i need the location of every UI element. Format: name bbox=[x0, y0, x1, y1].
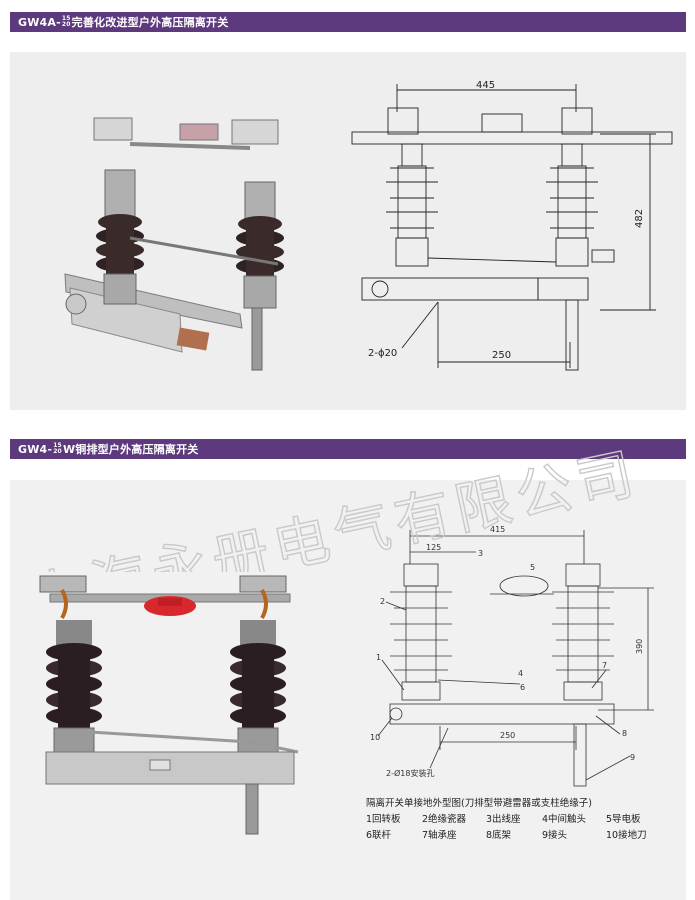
legend-item-4: 4中间触头 bbox=[542, 813, 586, 825]
legend-row-1: 1回转板 2绝缘瓷器 3出线座 4中间触头 5导电板 bbox=[366, 813, 641, 825]
part-label-5: 5 bbox=[530, 563, 535, 572]
dim2-spacing-250: 250 bbox=[500, 731, 515, 740]
section-2-title-prefix: GW4- bbox=[18, 442, 53, 456]
section-1-panel: 445 482 2-ϕ20 250 bbox=[10, 52, 686, 410]
part-label-10: 10 bbox=[370, 733, 380, 742]
dim2-top-415: 415 bbox=[490, 525, 505, 534]
part-label-1: 1 bbox=[376, 653, 381, 662]
part-label-8: 8 bbox=[622, 729, 627, 738]
dim-spacing-250: 250 bbox=[492, 350, 511, 361]
dim-width-445: 445 bbox=[476, 80, 495, 91]
section-2-voltage-fraction: 15 20 bbox=[53, 443, 62, 455]
legend-item-5: 5导电板 bbox=[606, 813, 641, 825]
section-1-header: GW4A- 15 20 完善化改进型户外高压隔离开关 bbox=[10, 12, 686, 32]
part-label-2: 2 bbox=[380, 597, 385, 606]
part-label-9: 9 bbox=[630, 753, 635, 762]
gw4a-product-photo bbox=[64, 117, 284, 371]
section-1-title-suffix: 完善化改进型户外高压隔离开关 bbox=[71, 16, 229, 29]
legend-item-8: 8底架 bbox=[486, 829, 512, 841]
section-2-title-sub: 20 bbox=[53, 448, 62, 455]
part-label-4: 4 bbox=[518, 669, 523, 678]
legend-item-9: 9接头 bbox=[542, 829, 567, 841]
legend-item-1: 1回转板 bbox=[366, 813, 401, 825]
legend-row-2: 6联杆 7轴承座 8底架 9接头 10接地刀 bbox=[366, 829, 647, 841]
legend-item-7: 7轴承座 bbox=[422, 829, 457, 841]
part-label-6: 6 bbox=[520, 683, 525, 692]
section-2-title-suffix: W铜排型户外高压隔离开关 bbox=[62, 443, 199, 456]
gw4a-dimension-drawing: 445 482 2-ϕ20 250 bbox=[351, 80, 673, 371]
legend-item-3: 3出线座 bbox=[486, 813, 521, 825]
part-label-3: 3 bbox=[478, 549, 483, 558]
section-2-title-sup: 15 bbox=[53, 442, 62, 449]
dim2-left-125: 125 bbox=[426, 543, 441, 552]
legend-item-2: 2绝缘瓷器 bbox=[422, 813, 467, 825]
gw4-copper-bar-dimension-drawing: 415 125 390 250 2-Ø18安装孔 2 1 10 3 4 5 7 … bbox=[366, 525, 654, 841]
section-2-header: GW4- 15 20 W铜排型户外高压隔离开关 bbox=[10, 439, 686, 459]
dim-height-482: 482 bbox=[634, 209, 645, 228]
legend-item-10: 10接地刀 bbox=[606, 829, 647, 841]
section-1-title-sub: 20 bbox=[61, 21, 71, 28]
legend-title: 隔离开关单接地外型图(刀排型带避雷器或支柱绝缘子) bbox=[366, 797, 592, 809]
section-1-voltage-fraction: 15 20 bbox=[62, 16, 71, 28]
dim2-height-390: 390 bbox=[635, 639, 644, 654]
section-2-panel: 415 125 390 250 2-Ø18安装孔 2 1 10 3 4 5 7 … bbox=[10, 480, 686, 900]
section-1-title-prefix: GW4A- bbox=[18, 15, 61, 29]
legend-item-6: 6联杆 bbox=[366, 829, 392, 841]
dim2-holes: 2-Ø18安装孔 bbox=[386, 768, 434, 778]
dim-holes-2phi20: 2-ϕ20 bbox=[368, 348, 397, 359]
part-label-7: 7 bbox=[602, 661, 607, 670]
gw4-copper-bar-product-photo bbox=[39, 575, 299, 835]
section-1-title-sup: 15 bbox=[61, 15, 71, 22]
